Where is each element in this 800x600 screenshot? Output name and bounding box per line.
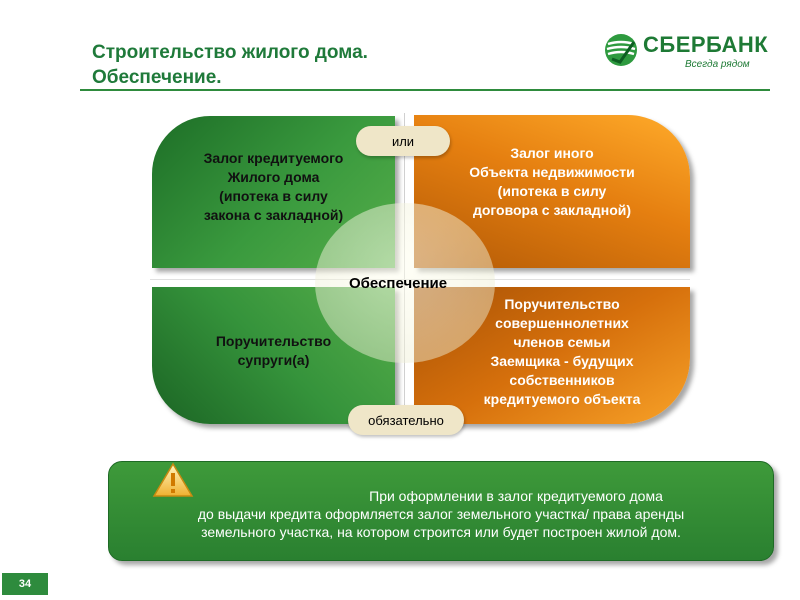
quadrant-text-line: Залог иного [510,144,594,161]
quadrant-text-line: договора с закладной) [472,201,632,218]
brand-tagline: Всегда рядом [685,59,750,70]
quadrant-text-line: Объекта недвижимости [469,163,635,180]
connector-or-pill: или [356,126,450,156]
quadrant-text-line: Поручительство [504,295,620,312]
page-title-line2: Обеспечение. [92,67,222,88]
quadrant-text-line: (ипотека в силу [219,188,328,204]
brand-name: СБЕРБАНК [643,32,769,57]
quadrant-text-line: собственников [509,371,615,388]
quadrant-text-line: Залог кредитуемого [203,150,344,166]
quadrant-text-line: закона с закладной) [203,207,344,223]
sberbank-logo-icon [605,34,637,66]
quadrant-text-line: Поручительство [215,332,332,349]
note-line3: земельного участка, на котором строится … [201,524,681,540]
center-circle [315,203,495,363]
quadrant-text-line: (ипотека в силу [497,182,607,199]
connector-mandatory-pill: обязательно [348,405,464,435]
quadrant-text-line: Жилого дома [227,169,320,185]
note-line2: до выдачи кредита оформляется залог земе… [197,506,685,522]
center-label: Обеспечение [349,275,448,292]
note-box: При оформлении в залог кредитуемого дома… [108,461,774,561]
quadrant-bottom-right: Поручительство совершеннолетних членов с… [414,287,690,424]
header-divider [80,89,770,91]
page-number: 34 [2,573,48,595]
quadrant-text-line: Заемщика - будущих [490,352,634,369]
brand-logo: СБЕРБАНК Всегда рядом [603,28,773,78]
warning-icon [152,462,194,497]
page-title-line1: Строительство жилого дома. [92,42,368,63]
quadrant-text-line: совершеннолетних [495,314,629,331]
quadrant-text-line: кредитуемого объекта [483,390,641,407]
quadrant-text-line: членов семьи [513,333,611,350]
page-title: Строительство жилого дома. Обеспечение. [92,40,368,90]
note-line1: При оформлении в залог кредитуемого дома [369,488,663,504]
quadrant-text-line: супруги(а) [237,351,310,368]
